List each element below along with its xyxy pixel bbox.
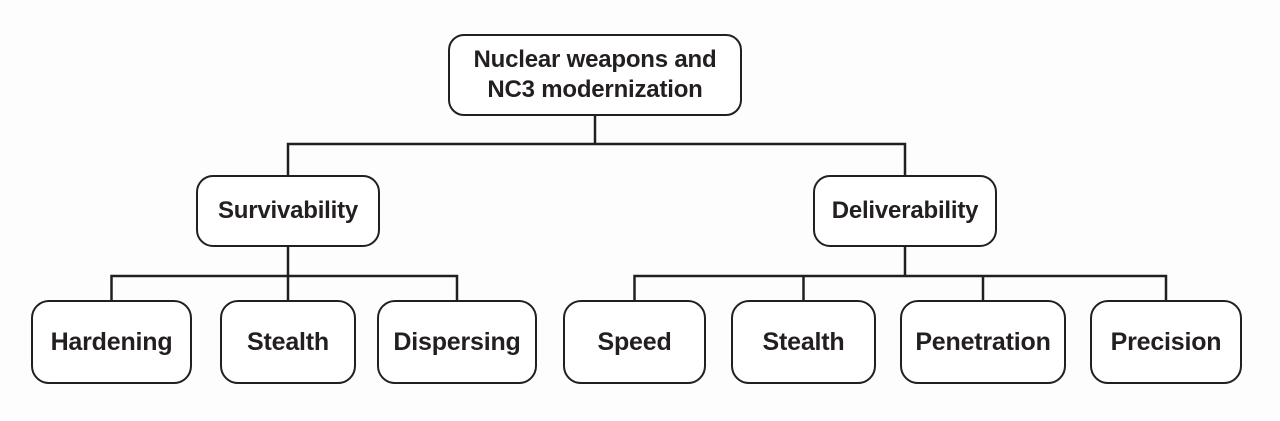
- node-precision: Precision: [1090, 300, 1242, 384]
- node-speed: Speed: [563, 300, 706, 384]
- node-survivability: Survivability: [196, 175, 380, 247]
- node-root: Nuclear weapons and NC3 modernization: [448, 34, 742, 116]
- connector-deliverability-rail: [633, 274, 1168, 302]
- node-deliverability: Deliverability: [813, 175, 997, 247]
- node-penetration: Penetration: [900, 300, 1066, 384]
- connector-survivability-rail: [110, 274, 459, 302]
- node-hardening: Hardening: [31, 300, 192, 384]
- connector-level1-rail: [286, 142, 907, 176]
- node-dispersing: Dispersing: [377, 300, 537, 384]
- node-stealth-survivability: Stealth: [220, 300, 356, 384]
- node-stealth-deliverability: Stealth: [731, 300, 876, 384]
